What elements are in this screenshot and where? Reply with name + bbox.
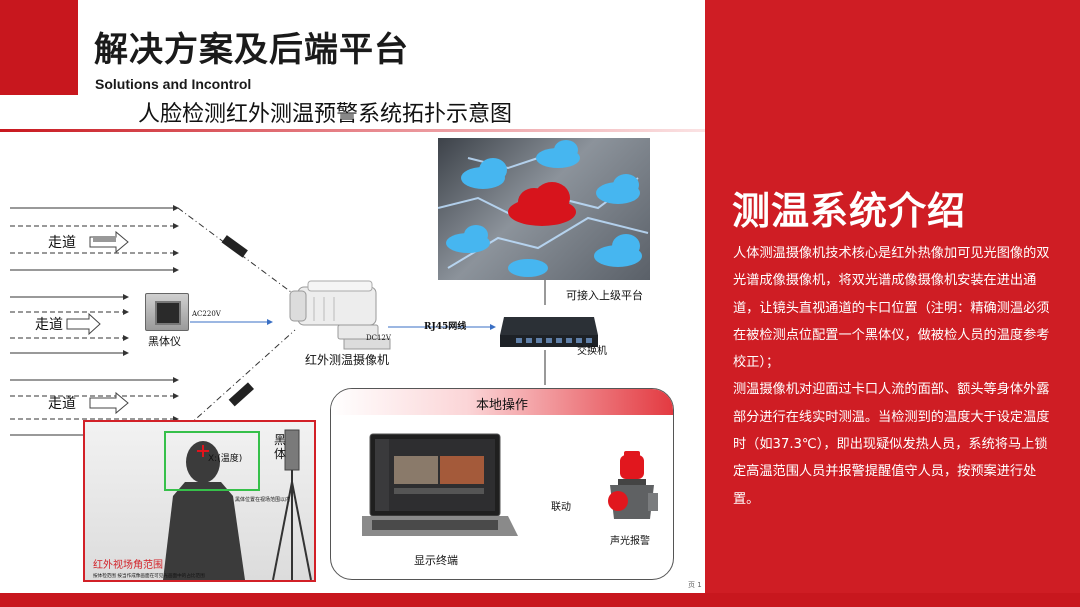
camera-label: 红外测温摄像机: [305, 353, 390, 367]
header-divider: [0, 129, 705, 132]
alarm-label: 声光报警: [610, 536, 650, 547]
lens-marker: [221, 235, 248, 258]
ir-view-label: 红外视场角范围: [93, 560, 163, 571]
display-terminal-icon: [362, 433, 518, 536]
page-subtitle: Solutions and Incontrol: [95, 76, 252, 92]
header-accent-bar: [0, 0, 78, 95]
diagram-title: 人脸检测红外测温预警系统拓扑示意图: [138, 102, 513, 127]
blackbody-device-icon: [145, 293, 189, 331]
thermal-camera-icon: [289, 280, 391, 350]
upper-platform-label: 可接入上级平台: [566, 289, 643, 302]
rj45-label: RJ45网线: [424, 322, 467, 332]
lens-marker: [228, 382, 255, 407]
switch-label: 交换机: [577, 346, 607, 357]
linkage-label: 联动: [551, 502, 571, 513]
intro-panel: [705, 0, 1080, 593]
ac-label: AC220V: [192, 310, 221, 318]
corridor-label: 走道: [48, 235, 76, 251]
local-operation-header: [331, 389, 673, 415]
alarm-light-icon: [608, 451, 658, 519]
camera-view-line: [177, 207, 296, 296]
intro-paragraph: 人体测温摄像机技术核心是红外热像加可见光图像的双光谱成像摄像机，将双光谱成像摄像…: [733, 246, 1050, 371]
footer-bar: [0, 593, 1080, 607]
corridor-label: 走道: [35, 317, 63, 333]
corridor-arrow-icon: [89, 230, 129, 254]
network-switch-icon: [500, 317, 598, 347]
camera-view-line: [177, 329, 296, 436]
intro-title: 测温系统介绍: [732, 189, 967, 233]
blackbody-vertical-label: 黑体: [274, 433, 287, 461]
local-operation-title: 本地操作: [475, 398, 528, 413]
corridor-label: 走道: [48, 396, 76, 412]
corridor-arrow-icon: [89, 391, 129, 415]
topology-lines: [10, 205, 591, 508]
ir-view-area: X:(温度) 黑体 黑体位置在视场范围以内 红外视场角范围 按体检范围 按当作成…: [83, 420, 316, 582]
topology-diagram: 走道 走道 走道 黑体仪 AC220V DC12V 红外测温摄像机 RJ45网线: [0, 135, 705, 593]
display-label: 显示终端: [414, 554, 458, 567]
corridor-arrow-icon: [66, 312, 101, 336]
page-number: 页 1: [688, 581, 702, 589]
blackbody-note: 黑体位置在视场范围以内: [235, 497, 291, 503]
dc-label: DC12V: [366, 334, 391, 342]
temp-marker-label: X:(温度): [208, 454, 243, 464]
cloud-platform-image: [438, 138, 650, 280]
ir-view-caption: 按体检范围 按当作成像画面在可见光画面中的占比范围: [93, 574, 205, 579]
intro-text: 人体测温摄像机技术核心是红外热像加可见光图像的双光谱成像摄像机，将双光谱成像摄像…: [733, 240, 1055, 513]
blackbody-label: 黑体仪: [148, 335, 181, 348]
intro-paragraph: 测温摄像机对迎面过卡口人流的面部、额头等身体外露部分进行在线实时测温。当检测到的…: [733, 382, 1050, 507]
page-title: 解决方案及后端平台: [94, 30, 409, 70]
